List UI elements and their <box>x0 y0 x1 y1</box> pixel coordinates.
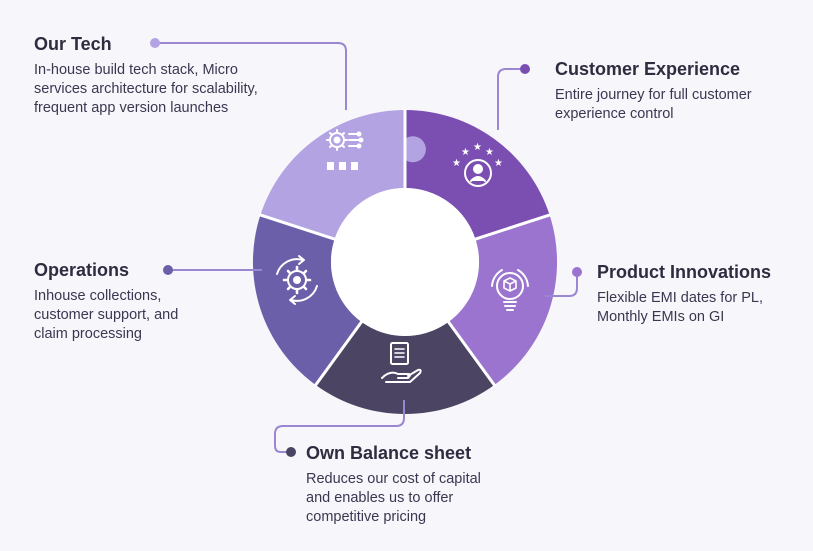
desc-customer-experience: Entire journey for full customer experie… <box>555 86 752 124</box>
svg-text:★: ★ <box>485 147 494 158</box>
ring-center <box>331 188 479 336</box>
desc-line: and enables us to offer <box>306 490 454 506</box>
connector-dots <box>150 38 582 457</box>
dot-customer-experience <box>520 64 530 74</box>
title-operations: Operations <box>34 260 130 280</box>
document-hand-icon <box>381 342 422 383</box>
block-our-tech: Our Tech In-house build tech stack, Micr… <box>34 33 258 118</box>
customer-stars-icon: ★ ★ ★ ★ ★ <box>452 142 503 187</box>
ring-segments <box>252 109 558 414</box>
dot-product-innovations <box>572 267 582 277</box>
connector-our-tech <box>155 42 347 110</box>
title-our-tech: Our Tech <box>34 34 112 54</box>
dot-own-balance-sheet <box>286 447 296 457</box>
segment-our-tech <box>260 109 405 240</box>
svg-text:★: ★ <box>452 158 461 169</box>
segment-divider <box>313 320 364 387</box>
segment-divider <box>473 213 551 241</box>
desc-line: Flexible EMI dates for PL, <box>597 290 764 306</box>
gear-cycle-icon <box>276 255 318 305</box>
dot-our-tech <box>150 38 160 48</box>
connector-own-balance-sheet <box>274 400 405 453</box>
desc-line: Reduces our cost of capital <box>306 471 481 487</box>
desc-product-innovations: Flexible EMI dates for PL, Monthly EMIs … <box>597 289 771 327</box>
desc-line: experience control <box>555 106 674 122</box>
title-own-balance-sheet: Own Balance sheet <box>306 443 472 463</box>
svg-text:★: ★ <box>461 147 470 158</box>
desc-operations: Inhouse collections, customer support, a… <box>34 287 178 344</box>
desc-line: competitive pricing <box>306 509 427 525</box>
segment-product-innovations <box>448 215 558 385</box>
desc-line: frequent app version launches <box>34 100 229 116</box>
desc-line: In-house build tech stack, Micro <box>34 62 238 78</box>
connector-product-innovations <box>545 272 578 297</box>
desc-line: Entire journey for full customer <box>555 87 752 103</box>
block-product-innovations: Product Innovations Flexible EMI dates f… <box>597 261 771 327</box>
connector-customer-experience <box>497 68 525 130</box>
segment-divider <box>446 320 497 387</box>
segment-own-balance-sheet <box>315 321 495 414</box>
segment-operations <box>252 215 362 385</box>
connectors <box>155 42 578 453</box>
segment-customer-experience <box>405 109 550 240</box>
desc-line: customer support, and <box>34 307 179 323</box>
desc-our-tech: In-house build tech stack, Micro service… <box>34 61 258 118</box>
svg-text:★: ★ <box>473 142 482 153</box>
desc-line: Monthly EMIs on GI <box>597 309 725 325</box>
desc-line: claim processing <box>34 326 142 342</box>
tech-gear-circuit-icon <box>326 129 364 170</box>
block-own-balance-sheet: Own Balance sheet Reduces our cost of ca… <box>306 442 481 527</box>
lightbulb-box-icon <box>491 269 529 311</box>
desc-line: services architecture for scalability, <box>34 81 258 97</box>
svg-text:★: ★ <box>494 158 503 169</box>
dot-operations <box>163 265 173 275</box>
desc-line: Inhouse collections, <box>34 288 162 304</box>
title-customer-experience: Customer Experience <box>555 59 741 79</box>
block-customer-experience: Customer Experience Entire journey for f… <box>555 58 752 124</box>
desc-own-balance-sheet: Reduces our cost of capital and enables … <box>306 470 481 527</box>
title-product-innovations: Product Innovations <box>597 262 772 282</box>
block-operations: Operations Inhouse collections, customer… <box>34 259 178 344</box>
segment-divider <box>259 213 337 241</box>
